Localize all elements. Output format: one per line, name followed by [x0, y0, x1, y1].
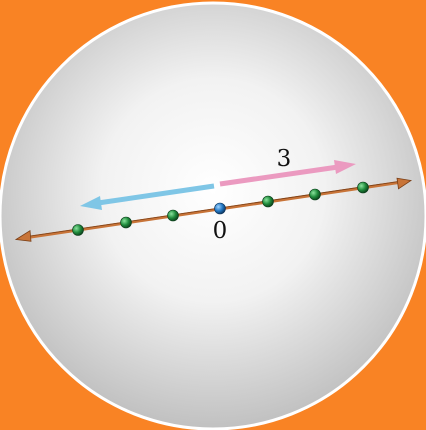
- point-pos-1: [263, 196, 274, 207]
- point-origin: [215, 203, 226, 214]
- background-disc: [0, 3, 426, 429]
- distance-label: 3: [277, 146, 292, 172]
- point-neg-2: [121, 217, 132, 228]
- point-neg-3: [73, 225, 84, 236]
- point-neg-1: [168, 210, 179, 221]
- point-pos-3: [358, 182, 369, 193]
- point-pos-2: [310, 189, 321, 200]
- origin-label: 0: [213, 218, 228, 244]
